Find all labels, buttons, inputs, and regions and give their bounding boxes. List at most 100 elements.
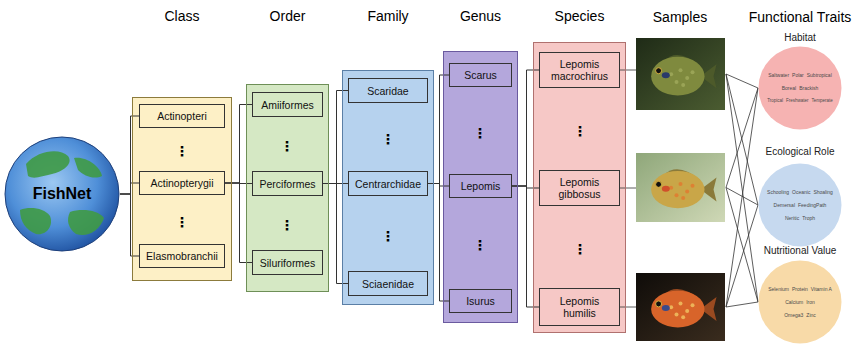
- label-holder: ⋮: [227, 216, 347, 234]
- fish-body: [651, 57, 704, 96]
- leader-line: [726, 88, 758, 188]
- trait-circle-fill: [759, 47, 842, 130]
- leader-line: [726, 74, 758, 88]
- label-holder: ⋮: [420, 236, 540, 254]
- trait-word: Subtropical: [807, 71, 832, 79]
- taxon-name: Elasmobranchii: [146, 250, 218, 262]
- leader-line: [726, 205, 758, 307]
- trait-title: Habitat: [758, 32, 842, 44]
- taxon-box: Actinopteri: [139, 104, 225, 128]
- taxon-name: Lepomis: [461, 180, 501, 192]
- trait-word: Freshwater: [786, 97, 809, 105]
- trait-row: BorealBrackish: [758, 84, 842, 92]
- trait-circle-fill: [759, 261, 842, 344]
- trait-word: Oceanic: [792, 188, 810, 196]
- taxon-name: Actinopterygii: [150, 177, 213, 189]
- fish-body: [651, 171, 704, 208]
- sample-photo: [636, 273, 725, 341]
- taxon-name: Sciaenidae: [362, 278, 414, 290]
- globe-land: [26, 151, 70, 177]
- trait-circle: Ecological RoleSchoolingOceanicShoalingD…: [758, 163, 842, 247]
- taxon-panel: OrderAmiiformesPerciformesSiluriformes: [246, 84, 329, 292]
- panel-fill: [246, 84, 329, 292]
- taxon-name: Actinopteri: [157, 110, 207, 122]
- column-heading: Genus: [444, 8, 517, 24]
- panel-fill: [342, 70, 434, 305]
- ellipsis-mark: ⋮: [473, 237, 487, 253]
- leader-line: [620, 70, 636, 71]
- fish-spot: [681, 196, 685, 200]
- bracket-connector: [512, 70, 539, 186]
- fish-spot: [681, 83, 685, 87]
- taxon-name: Lepomis gibbosus: [547, 176, 613, 200]
- trait-word: FeedingPath: [798, 201, 826, 209]
- taxon-name: Lepomis macrochirus: [547, 58, 613, 82]
- taxon-box: Elasmobranchii: [139, 244, 225, 268]
- trait-word: Tropical: [767, 97, 783, 105]
- trait-word: Temperate: [812, 97, 833, 105]
- fish-spot: [685, 189, 689, 193]
- fish-spot: [691, 303, 695, 307]
- label-holder: ⋮: [520, 122, 640, 140]
- trait-word: Selenium: [768, 285, 789, 293]
- trait-row: Omega3Zinc: [758, 311, 842, 319]
- panel-fill: [443, 51, 518, 323]
- bracket-connector: [120, 116, 139, 194]
- label-holder: Functional Traits: [740, 8, 860, 26]
- taxon-name: Scarus: [464, 69, 497, 81]
- taxon-box: Lepomis humilis: [539, 288, 620, 326]
- globe-land: [74, 158, 102, 178]
- label-holder: ⋮: [328, 130, 448, 148]
- taxon-box: Lepomis: [449, 174, 512, 198]
- trait-row: TropicalFreshwaterTemperate: [758, 97, 842, 105]
- taxon-name: Perciformes: [259, 178, 315, 190]
- panel-fill: [533, 42, 626, 333]
- label-holder: ⋮: [328, 227, 448, 245]
- trait-circle-fill: [759, 164, 842, 247]
- ellipsis-mark: ⋮: [573, 123, 587, 139]
- leader-line: [726, 88, 758, 307]
- taxon-name: Lepomis humilis: [547, 295, 613, 319]
- leader-line: [620, 307, 636, 308]
- taxon-box: Perciformes: [252, 171, 323, 196]
- fish-spot: [679, 182, 683, 186]
- fish-spot: [681, 315, 685, 319]
- trait-word: Saltwater: [768, 71, 789, 79]
- globe-ocean: [5, 137, 119, 251]
- panel-fill: [132, 97, 232, 281]
- globe-land: [20, 208, 51, 234]
- column-heading: Species: [534, 8, 625, 24]
- photo-background: [636, 153, 725, 222]
- taxon-box: Centrarchidae: [348, 171, 428, 196]
- label-holder: ⋮: [122, 213, 242, 231]
- label-holder: ⋮: [420, 124, 540, 142]
- trait-circle: Nutritional ValueSeleniumProteinVitamin …: [758, 260, 842, 344]
- trait-word: Calcium: [785, 298, 803, 306]
- taxon-box: Scaridae: [348, 78, 428, 103]
- taxon-panel: FamilyScaridaeCentrarchidaeSciaenidae: [342, 70, 434, 305]
- trait-word: Boreal: [782, 84, 796, 92]
- column-heading: Functional Traits: [749, 9, 852, 25]
- ellipsis-mark: ⋮: [175, 143, 189, 159]
- trait-word: Polar: [792, 71, 804, 79]
- trait-row: SaltwaterPolarSubtropical: [758, 71, 842, 79]
- trait-word: Demersal: [774, 201, 795, 209]
- trait-word: Brackish: [799, 84, 818, 92]
- taxon-box: Lepomis macrochirus: [539, 52, 620, 88]
- taxon-panel: GenusScarusLepomisIsurus: [443, 51, 518, 323]
- bracket-connector: [225, 105, 252, 184]
- trait-circle: HabitatSaltwaterPolarSubtropicalBorealBr…: [758, 46, 842, 130]
- fish-eye: [656, 181, 662, 187]
- photo-background: [636, 38, 725, 110]
- taxon-box: Siluriformes: [252, 250, 323, 275]
- leader-line: [726, 188, 758, 303]
- column-heading: Class: [133, 8, 231, 24]
- fish-body: [651, 291, 704, 328]
- ellipsis-mark: ⋮: [175, 214, 189, 230]
- bracket-connector: [323, 184, 348, 284]
- photo-background: [636, 273, 725, 341]
- taxon-box: Amiiformes: [252, 92, 323, 117]
